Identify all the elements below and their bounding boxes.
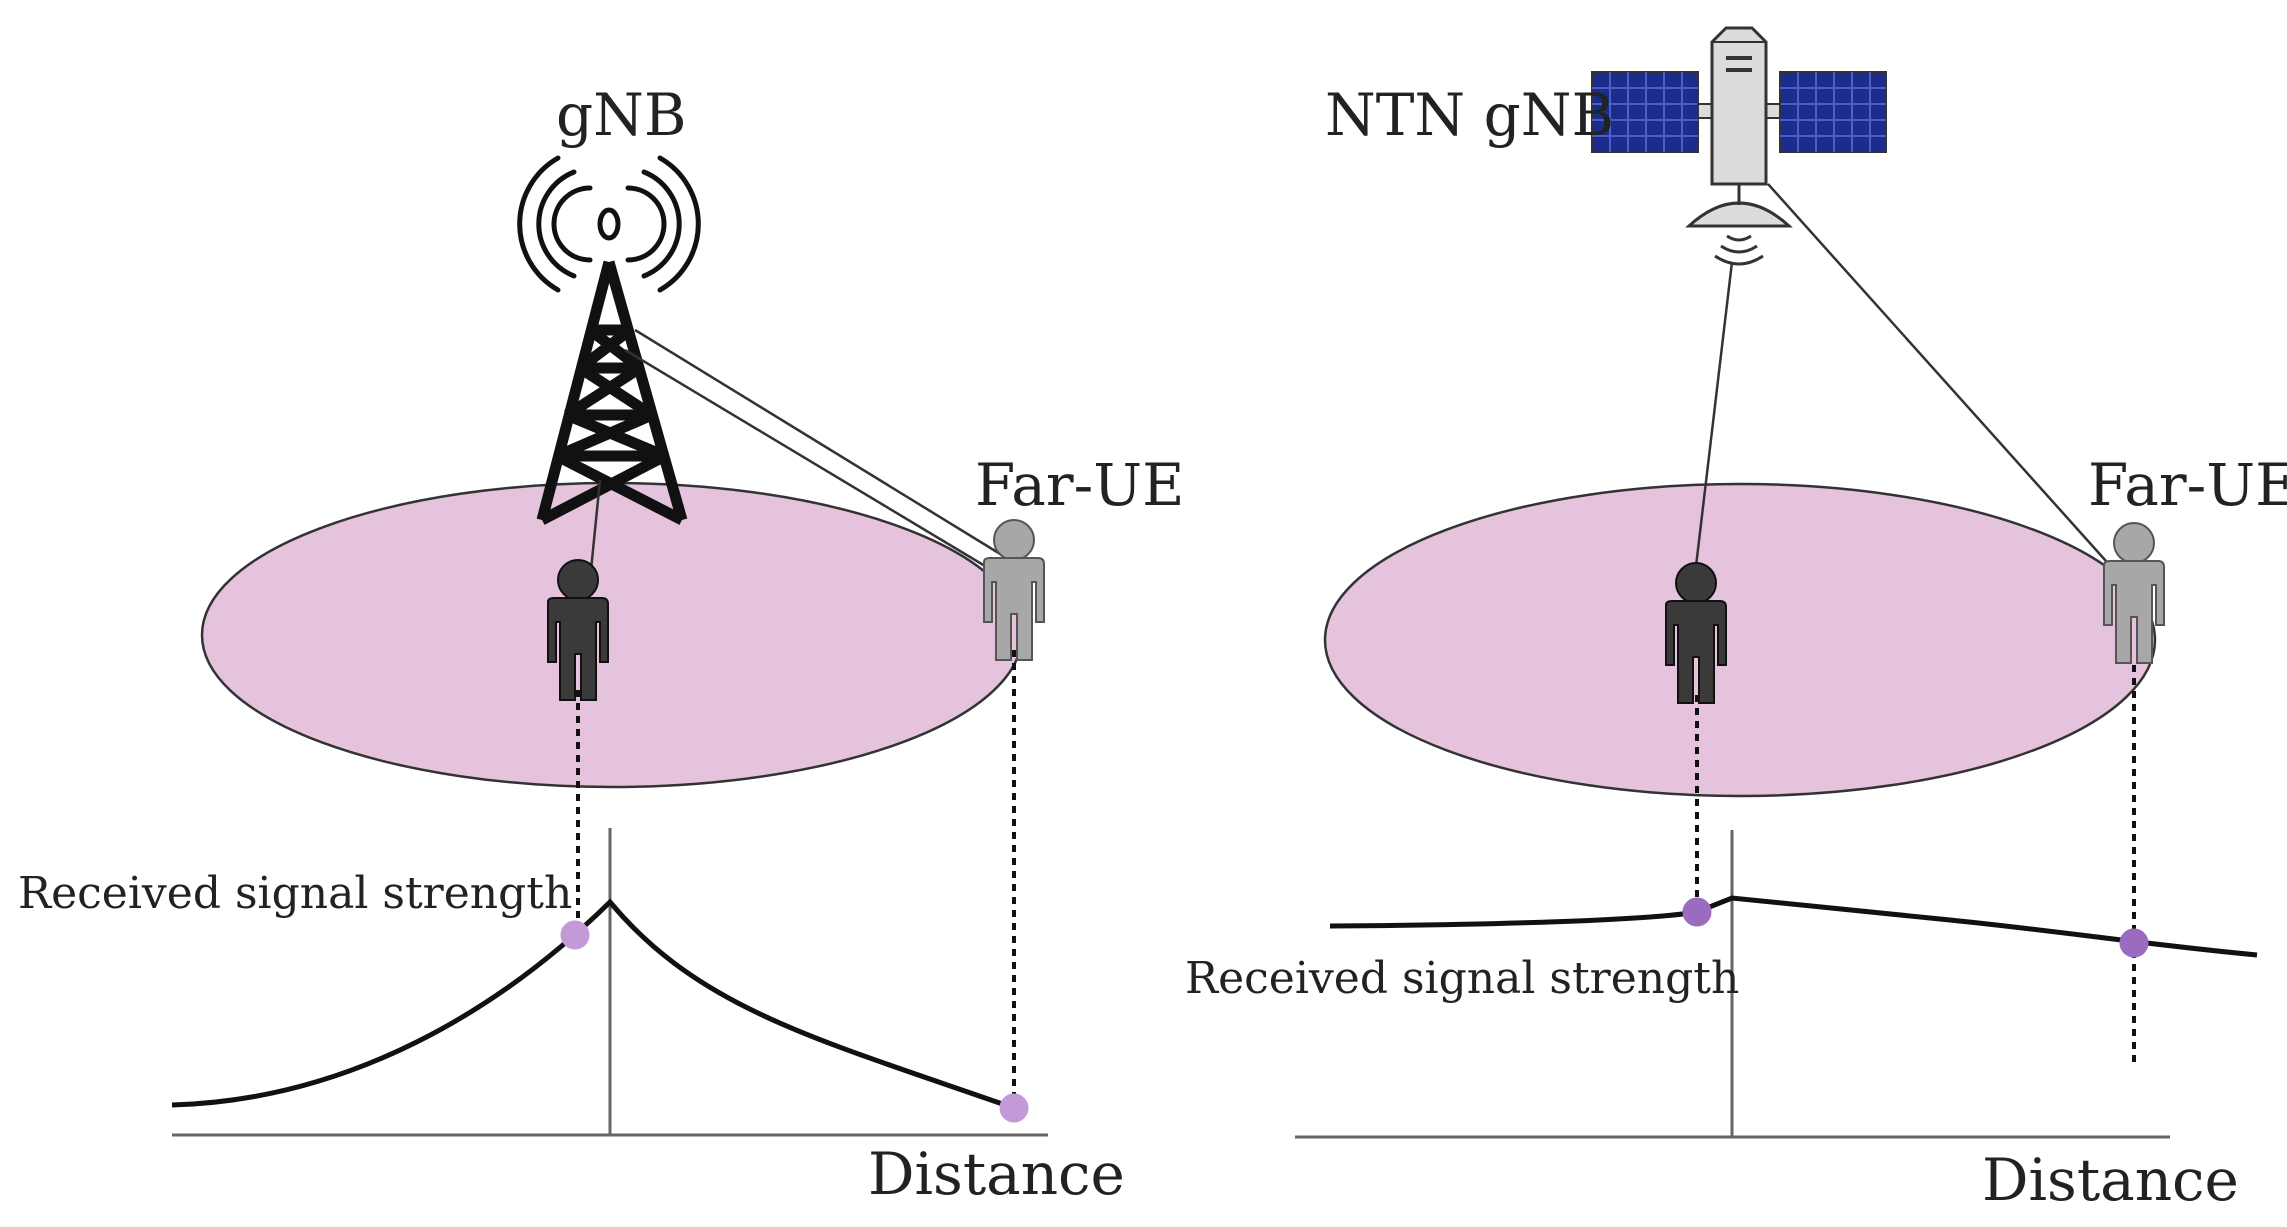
far-ue-label: Far-UE xyxy=(2088,451,2287,519)
signal-strength-curve xyxy=(171,898,1015,1111)
far-ue-label: Far-UE xyxy=(975,451,1184,519)
signal-label: Received signal strength xyxy=(18,868,572,919)
signal-label: Received signal strength xyxy=(1185,953,1739,1004)
coverage-area xyxy=(200,481,1024,789)
distance-label: Distance xyxy=(868,1140,1125,1208)
near-ue-marker xyxy=(1682,897,1712,927)
signal-strength-curve xyxy=(1329,895,2258,958)
ntn-gnb-label: NTN gNB xyxy=(1325,81,1614,149)
distance-label: Distance xyxy=(1982,1146,2239,1214)
far-ue-marker xyxy=(2119,928,2149,958)
satellite-icon xyxy=(1591,26,1887,266)
left-panel: gNB Far-UE Received signal strength Dist… xyxy=(18,81,1184,1208)
gnb-label: gNB xyxy=(556,81,687,149)
near-ue-marker xyxy=(560,920,590,950)
link-line xyxy=(1690,261,1734,601)
link-line xyxy=(1767,183,2124,581)
far-ue-marker xyxy=(999,1093,1029,1123)
coverage-area xyxy=(1323,482,2157,798)
antenna-tower-icon xyxy=(517,155,701,525)
link-line xyxy=(634,328,1011,562)
link-line xyxy=(624,348,1001,577)
right-panel: NTN gNB Far-UE Received signal strength … xyxy=(1185,26,2287,1214)
